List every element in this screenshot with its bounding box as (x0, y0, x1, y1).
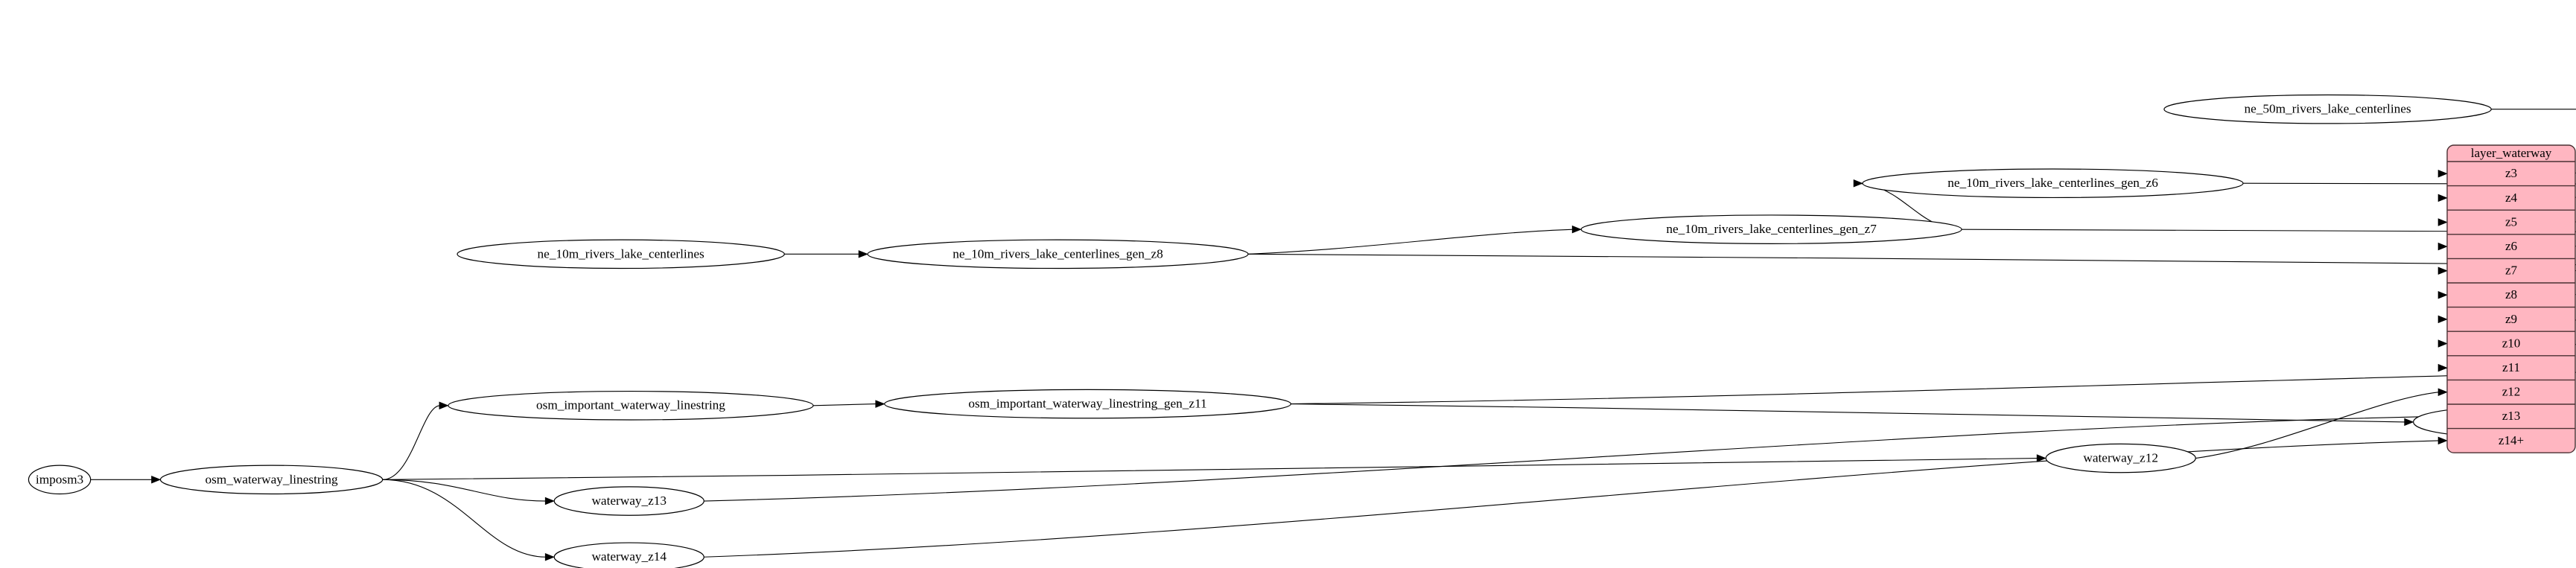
record-node-body[interactable] (2446, 144, 2576, 453)
node-imposm3[interactable]: imposm3 (28, 465, 92, 495)
node-shape[interactable] (553, 486, 705, 516)
record-node-layer-waterway: layer_waterway z3 z4 z5 z6 z7 z8 z9 z10 z11 z12 z13… (2446, 144, 2576, 453)
edge-waterway_z14-to-layer_waterway.z14+ (704, 440, 2440, 558)
node-label: ne_50m_rivers_lake_centerlines (2244, 102, 2411, 116)
edge-arrowhead (439, 401, 449, 410)
node-label: ne_10m_rivers_lake_centerlines_gen_z7 (1666, 222, 1877, 236)
node-ne_50m_rivers_lake_centerlines[interactable]: ne_50m_rivers_lake_centerlines (2163, 94, 2492, 124)
node-ne_10m_rivers_lake_centerlines[interactable]: ne_10m_rivers_lake_centerlines (457, 239, 785, 269)
record-row-z12: z12 (2502, 385, 2521, 399)
node-shape[interactable] (553, 542, 705, 568)
node-osm_important_waterway_linestring[interactable]: osm_important_waterway_linestring (448, 390, 814, 421)
record-row-z14+: z14+ (2499, 433, 2524, 447)
node-shape[interactable] (2045, 443, 2196, 473)
edge-arrowhead (1571, 225, 1582, 234)
node-label: waterway_z12 (2083, 451, 2158, 465)
node-label: osm_waterway_linestring (205, 472, 338, 486)
edge-arrowhead (2437, 267, 2448, 275)
node-shape[interactable] (28, 465, 92, 495)
node-shape[interactable] (2163, 94, 2492, 124)
edge-osm_waterway_linestring-to-waterway_z13 (382, 479, 547, 502)
node-shape[interactable] (867, 239, 1249, 269)
node-label: ne_10m_rivers_lake_centerlines (538, 246, 705, 261)
node-shape[interactable] (448, 390, 814, 421)
edge-osm_waterway_linestring-to-osm_important_waterway_linestring (382, 405, 440, 480)
edge-osm_important_waterway_linestring-to-osm_important_waterway_linestring_gen_z11 (813, 403, 877, 406)
edge-arrowhead (2437, 291, 2448, 299)
edge-arrowhead (2437, 363, 2448, 372)
node-osm_important_waterway_linestring_gen_z11[interactable]: osm_important_waterway_linestring_gen_z1… (884, 389, 1291, 419)
nodes-layer: ne_110m_rivers_lake_centerlinesne_110m_r… (28, 94, 2564, 568)
node-label: imposm3 (36, 472, 83, 486)
edge-arrowhead (544, 497, 555, 505)
edge-osm_important_waterway_linestring_gen_z11-to-osm_important_waterway_linestring_gen_z10 (1291, 371, 2576, 405)
edge-arrowhead (2437, 388, 2448, 396)
edge-arrowhead (2437, 436, 2448, 445)
edge-arrowhead (2437, 242, 2448, 251)
edge-arrowhead (544, 553, 555, 561)
edge-osm_important_waterway_linestring_gen_z11-to-waterway_z11 (1291, 403, 2405, 423)
node-ne_10m_rivers_lake_centerlines_gen_z6[interactable]: ne_10m_rivers_lake_centerlines_gen_z6 (1862, 168, 2244, 199)
edge-arrowhead (2437, 339, 2448, 348)
edge-arrowhead (875, 400, 885, 408)
node-ne_10m_rivers_lake_centerlines_gen_z8[interactable]: ne_10m_rivers_lake_centerlines_gen_z8 (867, 239, 1249, 269)
node-waterway_z13[interactable]: waterway_z13 (553, 486, 705, 516)
record-header-label: layer_waterway (2471, 146, 2552, 160)
edge-ne_10m_rivers_lake_centerlines_gen_z8-to-waterway_z8 (1247, 253, 2576, 267)
edge-arrowhead (2437, 315, 2448, 324)
record-row-z6: z6 (2505, 239, 2517, 253)
record-row-z13: z13 (2502, 409, 2521, 423)
record-row-z4: z4 (2505, 191, 2518, 205)
edge-ne_10m_rivers_lake_centerlines_gen_z8-to-ne_10m_rivers_lake_centerlines_gen_z7 (1247, 229, 1574, 255)
node-ne_10m_rivers_lake_centerlines_gen_z7[interactable]: ne_10m_rivers_lake_centerlines_gen_z7 (1580, 214, 1962, 244)
node-label: waterway_z13 (591, 494, 667, 508)
edge-arrowhead (1853, 179, 1863, 188)
node-shape[interactable] (457, 239, 785, 269)
record-row-z10: z10 (2502, 336, 2521, 350)
record-row-z5: z5 (2505, 214, 2517, 229)
edge-arrowhead (2437, 170, 2448, 178)
edge-arrowhead (2036, 454, 2047, 462)
edge-arrowhead (151, 476, 162, 484)
record-row-z11: z11 (2502, 360, 2520, 374)
record-row-z9: z9 (2505, 312, 2517, 326)
edge-osm_waterway_linestring-to-waterway_z14 (382, 479, 547, 558)
edge-arrowhead (858, 250, 868, 258)
edge-arrowhead (2437, 218, 2448, 226)
node-waterway_z14[interactable]: waterway_z14 (553, 542, 705, 568)
node-waterway_z12[interactable]: waterway_z12 (2045, 443, 2196, 473)
node-label: ne_10m_rivers_lake_centerlines_gen_z6 (1947, 176, 2158, 190)
record-row-z3: z3 (2505, 166, 2517, 180)
edge-arrowhead (2437, 194, 2448, 202)
record-row-z7: z7 (2505, 264, 2518, 278)
edge-arrowhead (2404, 418, 2414, 427)
node-shape[interactable] (159, 465, 384, 495)
edge-waterway_z13-to-layer_waterway.z13 (704, 415, 2440, 502)
edge-waterway_z12-to-layer_waterway.z12 (2195, 392, 2440, 459)
node-osm_waterway_linestring[interactable]: osm_waterway_linestring (159, 465, 384, 495)
node-shape[interactable] (1862, 168, 2244, 199)
record-row-z8: z8 (2505, 287, 2517, 301)
edge-osm_waterway_linestring-to-waterway_z12 (382, 458, 2038, 480)
node-shape[interactable] (1580, 214, 1962, 244)
node-shape[interactable] (884, 389, 1291, 419)
node-label: osm_important_waterway_linestring_gen_z1… (968, 397, 1206, 411)
node-label: ne_10m_rivers_lake_centerlines_gen_z8 (953, 246, 1163, 261)
node-label: waterway_z14 (591, 549, 667, 564)
node-label: osm_important_waterway_linestring (536, 398, 725, 412)
